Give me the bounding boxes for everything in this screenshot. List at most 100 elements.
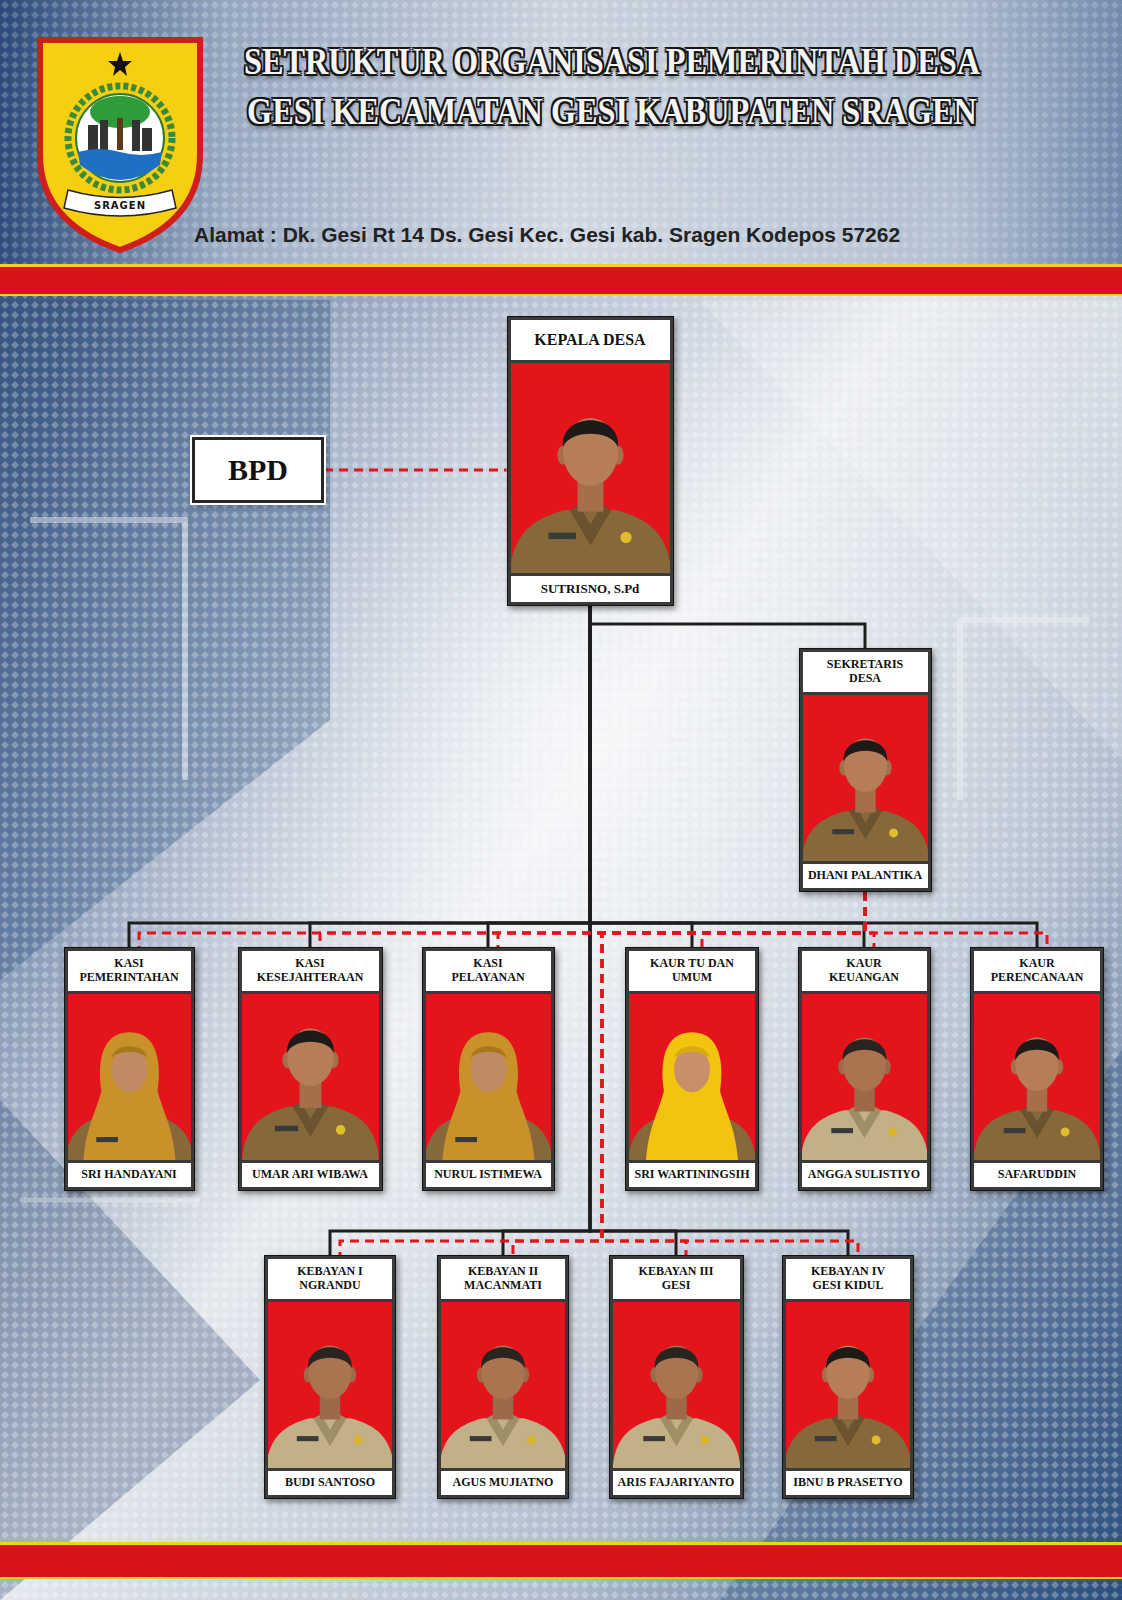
portrait-figure bbox=[974, 1037, 1100, 1160]
position-title: KEBAYAN IV GESI KIDUL bbox=[800, 1265, 896, 1293]
name-box: BUDI SANTOSO bbox=[268, 1471, 392, 1495]
name-box: SRI WARTININGSIH bbox=[629, 1163, 755, 1187]
coordination-line bbox=[513, 892, 865, 1255]
top-band bbox=[0, 267, 1122, 294]
official-card: KEPALA DESA SUTRISNO, S.Pd bbox=[507, 316, 674, 606]
photo-frame bbox=[426, 994, 551, 1160]
name-box: IBNU B PRASETYO bbox=[786, 1471, 910, 1495]
logo-water bbox=[78, 149, 162, 180]
portrait-figure bbox=[68, 1032, 191, 1160]
portrait-photo bbox=[426, 994, 551, 1160]
position-title: KAUR TU DAN UMUM bbox=[644, 957, 740, 985]
portrait-photo bbox=[242, 994, 379, 1160]
position-title-box: KAUR PERENCANAAN bbox=[974, 951, 1100, 991]
title-text: SETRUKTUR ORGANISASI PEMERINTAH DESA GES… bbox=[244, 40, 980, 132]
photo-frame bbox=[613, 1302, 740, 1468]
photo-frame bbox=[786, 1302, 910, 1468]
position-title: KEBAYAN III GESI bbox=[628, 1265, 724, 1293]
portrait-figure bbox=[802, 1037, 927, 1160]
person-name: AGUS MUJIATNO bbox=[453, 1476, 554, 1490]
position-title: KASI KESEJAHTERAAN bbox=[257, 957, 364, 985]
command-line bbox=[590, 606, 865, 648]
portrait-photo bbox=[511, 363, 670, 573]
position-title-box: KASI KESEJAHTERAAN bbox=[242, 951, 379, 991]
portrait-photo bbox=[68, 994, 191, 1160]
photo-frame bbox=[268, 1302, 392, 1468]
official-card: KAUR TU DAN UMUM SRI WARTININGSIH bbox=[625, 947, 759, 1191]
person-name: ANGGA SULISTIYO bbox=[808, 1168, 920, 1182]
address-text: Alamat : Dk. Gesi Rt 14 Ds. Gesi Kec. Ge… bbox=[194, 222, 900, 247]
name-box: SRI HANDAYANI bbox=[68, 1163, 191, 1187]
header-pattern bbox=[0, 0, 1122, 264]
official-card: KASI PELAYANAN NURUL ISTIMEWA bbox=[422, 947, 555, 1191]
official-card: KEBAYAN I NGRANDU BUDI SANTOSO bbox=[264, 1255, 396, 1499]
band-edge bbox=[0, 1577, 1122, 1579]
portrait-figure bbox=[511, 418, 670, 573]
position-title-box: KEBAYAN II MACANMATI bbox=[441, 1259, 565, 1299]
name-box: DHANI PALANTIKA bbox=[803, 864, 928, 888]
position-title-box: KASI PEMERINTAHAN bbox=[68, 951, 191, 991]
band-edge bbox=[0, 294, 1122, 296]
person-name: SUTRISNO, S.Pd bbox=[541, 582, 640, 597]
position-title: KAUR PERENCANAAN bbox=[989, 957, 1085, 985]
coordination-line bbox=[320, 892, 865, 947]
photo-frame bbox=[803, 695, 928, 861]
coordination-line bbox=[340, 892, 865, 1255]
coordination-line bbox=[702, 892, 865, 947]
box-label: BPD bbox=[228, 453, 288, 487]
person-name: DHANI PALANTIKA bbox=[808, 869, 922, 883]
name-box: SAFARUDDIN bbox=[974, 1163, 1100, 1187]
bottom-band bbox=[0, 1545, 1122, 1577]
position-title-box: KAUR TU DAN UMUM bbox=[629, 951, 755, 991]
command-line bbox=[590, 606, 1037, 947]
position-title: KEBAYAN II MACANMATI bbox=[455, 1265, 551, 1293]
name-box: AGUS MUJIATNO bbox=[441, 1471, 565, 1495]
official-card: KEBAYAN II MACANMATI AGUS MUJIATNO bbox=[437, 1255, 569, 1499]
person-name: UMAR ARI WIBAWA bbox=[252, 1168, 368, 1182]
official-card: KAUR KEUANGAN ANGGA SULISTIYO bbox=[798, 947, 931, 1191]
position-title-box: SEKRETARIS DESA bbox=[803, 652, 928, 692]
coordination-line bbox=[324, 469, 507, 472]
position-title-box: KEBAYAN I NGRANDU bbox=[268, 1259, 392, 1299]
position-title: KASI PEMERINTAHAN bbox=[79, 957, 178, 985]
position-title: SEKRETARIS DESA bbox=[817, 658, 913, 686]
coordination-line bbox=[602, 892, 865, 1255]
official-card: KASI KESEJAHTERAAN UMAR ARI WIBAWA bbox=[238, 947, 383, 1191]
portrait-figure bbox=[242, 1028, 379, 1160]
coordination-line bbox=[498, 892, 865, 947]
photo-frame bbox=[242, 994, 379, 1160]
person-name: ARIS FAJARIYANTO bbox=[618, 1476, 735, 1490]
photo-frame bbox=[511, 363, 670, 573]
official-card: SEKRETARIS DESA DHANI PALANTIKA bbox=[799, 648, 932, 892]
regency-logo bbox=[40, 40, 200, 250]
logo-trunk bbox=[117, 118, 123, 150]
portrait-photo bbox=[803, 695, 928, 861]
position-title-box: KAUR KEUANGAN bbox=[802, 951, 927, 991]
name-box: SUTRISNO, S.Pd bbox=[511, 576, 670, 602]
name-box: NURUL ISTIMEWA bbox=[426, 1163, 551, 1187]
portrait-figure bbox=[426, 1032, 551, 1160]
name-box: ANGGA SULISTIYO bbox=[802, 1163, 927, 1187]
portrait-photo bbox=[441, 1302, 565, 1468]
background-frame-line bbox=[20, 1198, 200, 1203]
photo-frame bbox=[629, 994, 755, 1160]
label-text: SRAGEN bbox=[94, 200, 146, 211]
person-name: SRI HANDAYANI bbox=[81, 1168, 176, 1182]
person-name: NURUL ISTIMEWA bbox=[434, 1168, 542, 1182]
position-title-box: KASI PELAYANAN bbox=[426, 951, 551, 991]
portrait-photo bbox=[974, 994, 1100, 1160]
command-line bbox=[129, 606, 590, 947]
background-frame-line bbox=[960, 620, 1090, 800]
portrait-figure bbox=[441, 1345, 565, 1468]
command-line bbox=[590, 606, 848, 1255]
position-title: KAUR KEUANGAN bbox=[816, 957, 912, 985]
position-title: KEPALA DESA bbox=[534, 331, 645, 349]
command-line bbox=[488, 606, 590, 947]
portrait-figure bbox=[268, 1345, 392, 1468]
logo-shield bbox=[40, 40, 200, 250]
logo-building bbox=[142, 128, 152, 151]
logo-disc bbox=[76, 94, 164, 182]
coordination-line bbox=[602, 892, 865, 1255]
